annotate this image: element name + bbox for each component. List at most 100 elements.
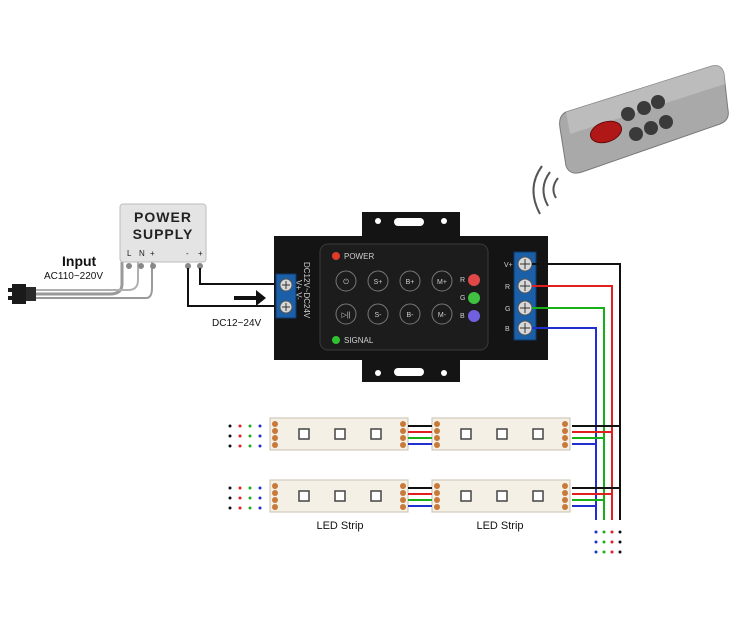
- solder-pad: [400, 504, 406, 510]
- power-button: [335, 270, 357, 292]
- out-label-r: R: [505, 284, 510, 291]
- arrow-icon: [234, 290, 266, 306]
- out-label-b: B: [505, 326, 510, 333]
- remote-button: [629, 127, 643, 141]
- controller-side-label: DC12V~DC24V: [302, 262, 311, 319]
- svg-text:S+: S+: [374, 279, 383, 286]
- brightness-up-button: [399, 270, 421, 292]
- svg-text:⏻: ⏻: [343, 278, 349, 286]
- solder-pad: [434, 504, 440, 510]
- solder-pad: [272, 428, 278, 434]
- remote-button: [651, 95, 665, 109]
- solder-pad: [562, 428, 568, 434]
- solder-pad: [400, 483, 406, 489]
- led-strip-label-right: LED Strip: [476, 520, 523, 532]
- input-voltage: AC110~220V: [44, 271, 103, 282]
- solder-pad: [434, 435, 440, 441]
- ps-terminal-l: L: [127, 249, 132, 258]
- svg-text:G: G: [460, 295, 465, 302]
- solder-pad: [434, 483, 440, 489]
- svg-text:B: B: [460, 313, 465, 320]
- solder-pad: [562, 421, 568, 427]
- power-supply-line1: POWER: [134, 209, 192, 225]
- solder-pad: [400, 442, 406, 448]
- solder-pad: [400, 497, 406, 503]
- solder-pad: [400, 428, 406, 434]
- led-chip: [496, 490, 508, 502]
- output-terminal-block: [513, 251, 537, 341]
- brightness-down-button: [399, 303, 421, 325]
- led-chip: [334, 428, 346, 440]
- solder-pad: [400, 435, 406, 441]
- solder-pad: [562, 435, 568, 441]
- power-indicator-label: POWER: [344, 252, 374, 261]
- play-pause-button: [335, 303, 357, 325]
- led-chip: [370, 490, 382, 502]
- input-label: Input: [62, 253, 97, 269]
- mode-down-button: [431, 303, 453, 325]
- led-strip-segment: [431, 479, 571, 513]
- rf-remote: [559, 65, 729, 174]
- led-strip-segment: [269, 479, 409, 513]
- led-chip: [460, 428, 472, 440]
- out-label-vplus: V+: [504, 262, 513, 269]
- signal-indicator-label: SIGNAL: [344, 336, 374, 345]
- svg-text:R: R: [460, 277, 465, 284]
- led-strip-label-left: LED Strip: [316, 520, 363, 532]
- mains-cable: [36, 262, 153, 299]
- output-wires: [532, 263, 621, 520]
- led-chip: [334, 490, 346, 502]
- signal-waves-icon: [532, 165, 559, 215]
- mains-cable: [36, 262, 124, 296]
- led-chip: [532, 490, 544, 502]
- solder-pad: [434, 421, 440, 427]
- remote-power-button: [589, 120, 623, 144]
- solder-pad: [272, 442, 278, 448]
- mains-plug: [8, 284, 36, 304]
- ps-terminal-minus: -: [186, 249, 189, 258]
- svg-text:M+: M+: [437, 279, 447, 286]
- power-supply-line2: SUPPLY: [133, 226, 194, 242]
- green-led: [468, 292, 480, 304]
- solder-pad: [434, 490, 440, 496]
- led-chip: [370, 428, 382, 440]
- solder-pad: [272, 504, 278, 510]
- svg-text:B-: B-: [407, 312, 415, 319]
- mode-up-button: [431, 270, 453, 292]
- solder-pad: [272, 435, 278, 441]
- svg-text:B+: B+: [406, 279, 415, 286]
- led-chip: [532, 428, 544, 440]
- dc-wire: [187, 268, 286, 307]
- svg-text:M-: M-: [438, 312, 447, 319]
- solder-pad: [272, 421, 278, 427]
- led-strips: [269, 417, 571, 513]
- speed-down-button: [367, 303, 389, 325]
- solder-pad: [400, 490, 406, 496]
- blue-led: [468, 310, 480, 322]
- jumper-wires: [408, 425, 432, 507]
- led-chip: [460, 490, 472, 502]
- dc-label: DC12~24V: [212, 318, 262, 329]
- ps-terminal-plus-out: +: [198, 249, 203, 258]
- controller-side-terminals: V+ V-: [294, 280, 303, 300]
- ps-terminal-plus-in: +: [150, 249, 155, 258]
- out-label-g: G: [505, 306, 510, 313]
- svg-text:▷||: ▷||: [341, 312, 350, 319]
- led-chip: [496, 428, 508, 440]
- continuation-dots-left: [228, 424, 262, 510]
- rgb-controller: POWER SIGNAL ⏻ S+ B+ M+ ▷|| S- B- M- R G…: [274, 212, 548, 382]
- dc-wire: [199, 268, 286, 285]
- solder-pad: [434, 497, 440, 503]
- led-chip: [298, 490, 310, 502]
- led-strip-segment: [269, 417, 409, 451]
- solder-pad: [562, 490, 568, 496]
- remote-button: [644, 121, 658, 135]
- ps-terminal-n: N: [139, 249, 145, 258]
- solder-pad: [562, 483, 568, 489]
- remote-button: [621, 107, 635, 121]
- solder-pad: [400, 421, 406, 427]
- remote-button: [659, 115, 673, 129]
- svg-text:S-: S-: [375, 312, 383, 319]
- speed-up-button: [367, 270, 389, 292]
- solder-pad: [434, 442, 440, 448]
